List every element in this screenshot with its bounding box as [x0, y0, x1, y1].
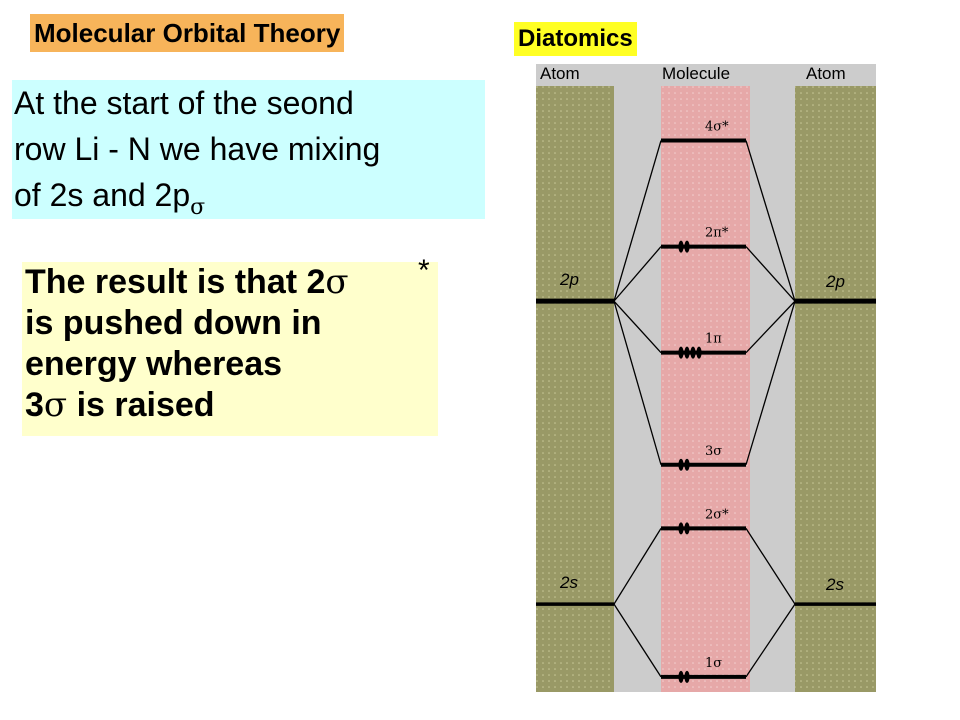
- correlation-line: [745, 300, 796, 354]
- left-atom-column-texture: [536, 86, 614, 692]
- note-result-line1: The result is that 2σ *: [22, 254, 438, 303]
- electron-marker: [684, 522, 690, 535]
- correlation-line: [745, 300, 796, 465]
- note-result-line3: energy whereas: [25, 345, 283, 383]
- note-result-line2: is pushed down in: [25, 304, 322, 342]
- electron-marker: [678, 240, 684, 253]
- correlation-line: [745, 246, 796, 302]
- atomic-level-label-right: 2s: [825, 575, 844, 594]
- header-atom-left: Atom: [540, 64, 580, 83]
- electron-marker: [678, 346, 684, 359]
- correlation-line: [745, 528, 796, 605]
- mo-level-label: 1σ: [705, 656, 722, 671]
- electron-marker: [678, 458, 684, 471]
- correlation-line: [613, 300, 662, 354]
- correlation-line: [745, 140, 796, 302]
- note-result-line4: 3σ is raised: [22, 385, 438, 426]
- electron-marker: [684, 346, 690, 359]
- note-result-line4-text: is raised: [67, 386, 215, 424]
- energy-levels: 2p 2p 2s 2s 4σ* 2π* 1π 3σ 2σ* 1σ: [536, 120, 876, 683]
- header-atom-right: Atom: [806, 64, 846, 83]
- correlation-line: [613, 140, 662, 302]
- mo-level-label: 2σ*: [705, 507, 729, 522]
- electron-marker: [690, 346, 696, 359]
- electron-marker: [684, 240, 690, 253]
- mo-level-label: 4σ*: [705, 120, 729, 135]
- slide-subtitle: Diatomics: [514, 22, 637, 56]
- sigma-subscript: σ: [190, 195, 206, 220]
- note-result-line1-text: The result is that 2: [25, 263, 326, 301]
- sigma-symbol: σ: [43, 385, 68, 425]
- note-mixing-line3-text: of 2s and 2p: [14, 177, 191, 213]
- electron-marker: [678, 670, 684, 683]
- slide-title: Molecular Orbital Theory: [30, 14, 345, 52]
- sigma-symbol: σ: [325, 262, 349, 302]
- correlation-lines: [613, 140, 796, 678]
- electron-marker: [696, 346, 702, 359]
- molecule-column-texture: [661, 86, 750, 692]
- star-superscript: *: [418, 254, 430, 287]
- note-mixing-line1: At the start of the seond: [14, 85, 354, 121]
- header-molecule: Molecule: [662, 64, 730, 83]
- atomic-level-label-right: 2p: [825, 272, 845, 291]
- note-mixing-line3: of 2s and 2pσ: [12, 172, 485, 223]
- note-result-line4-num: 3: [25, 386, 44, 424]
- electron-marker: [684, 670, 690, 683]
- correlation-line: [613, 528, 662, 605]
- note-result: The result is that 2σ* is pushed down in…: [22, 254, 438, 436]
- note-mixing: At the start of the seond row Li - N we …: [12, 80, 485, 220]
- atomic-level-label-left: 2s: [559, 573, 578, 592]
- mo-level-label: 1π: [705, 332, 722, 347]
- correlation-line: [745, 603, 796, 678]
- atomic-level-label-left: 2p: [559, 270, 579, 289]
- note-mixing-line2: row Li - N we have mixing: [14, 131, 381, 167]
- correlation-line: [613, 246, 662, 302]
- correlation-line: [613, 603, 662, 678]
- electron-marker: [684, 458, 690, 471]
- mo-level-label: 3σ: [705, 444, 722, 459]
- right-atom-column-texture: [795, 86, 876, 692]
- mo-level-label: 2π*: [705, 226, 729, 241]
- correlation-line: [613, 300, 662, 465]
- electron-marker: [678, 522, 684, 535]
